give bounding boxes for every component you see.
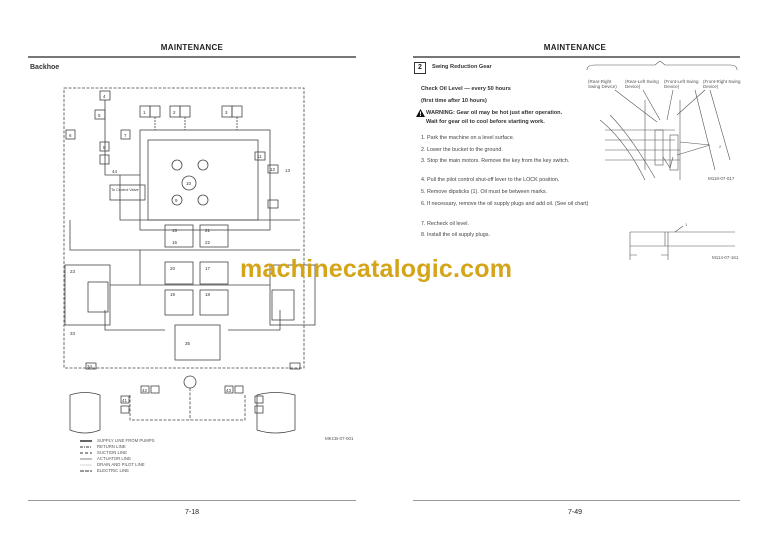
diagram-label: 10 bbox=[186, 181, 192, 186]
callout: 2 bbox=[719, 144, 722, 149]
diagram-label: 41 bbox=[122, 398, 128, 403]
to-control-valve-label: To Control Valve bbox=[111, 188, 139, 192]
legend-item: SUCTION LINE bbox=[97, 450, 128, 455]
diagram-label: 12 bbox=[270, 167, 276, 172]
step: 4. Pull the pilot control shut-off lever… bbox=[421, 177, 560, 183]
warning-line-1: WARNING: Gear oil may be hot just after … bbox=[426, 110, 563, 116]
section-number-box: 2 bbox=[414, 62, 426, 74]
diagram-label: 6 bbox=[69, 133, 72, 138]
diagram-label: 21 bbox=[205, 228, 211, 233]
label-front-left: (Front-Left Swing Device) bbox=[664, 79, 699, 89]
legend-item: ACTUATOR LINE bbox=[97, 456, 131, 461]
figure-code: M114-07-161 bbox=[712, 255, 739, 260]
step: 7. Recheck oil level. bbox=[421, 221, 469, 227]
header-rule bbox=[413, 56, 740, 58]
diagram-label: 7 bbox=[124, 133, 127, 138]
diagram-label: 3 bbox=[225, 110, 228, 115]
diagram-label: 5 bbox=[98, 113, 101, 118]
label-rear-right: (Rear-Right Swing Device) bbox=[588, 79, 617, 89]
header-rule bbox=[28, 56, 356, 58]
legend-item: SUPPLY LINE FROM PUMPS bbox=[97, 438, 155, 443]
callout: 1 bbox=[685, 222, 688, 227]
step: 3. Stop the main motors. Remove the key … bbox=[421, 158, 570, 164]
figure-code: M118-07-017 bbox=[708, 176, 735, 181]
warning-icon bbox=[416, 109, 425, 117]
right-page-header: MAINTENANCE bbox=[543, 43, 607, 52]
watermark: machinecatalogic.com bbox=[240, 255, 513, 283]
step: 5. Remove dipsticks (1). Oil must be bet… bbox=[421, 189, 548, 195]
diagram-label: 2 bbox=[173, 110, 176, 115]
diagram-label: 11 bbox=[257, 154, 262, 159]
label-rear-left: (Rear-Left Swing Device) bbox=[625, 79, 659, 89]
diagram-label: 20 bbox=[170, 266, 176, 271]
warning-line-2: Wait for gear oil to cool before startin… bbox=[426, 119, 545, 125]
left-page-header: MAINTENANCE bbox=[160, 43, 224, 52]
diagram-label: 19 bbox=[170, 292, 176, 297]
section-title: Backhoe bbox=[30, 64, 60, 71]
swing-device-illustration: 1 2 1 bbox=[586, 60, 738, 260]
legend: SUPPLY LINE FROM PUMPS RETURN LINE SUCTI… bbox=[97, 438, 155, 474]
diagram-label: 44 bbox=[112, 169, 118, 174]
diagram-label: 17 bbox=[205, 266, 211, 271]
step: 6. If necessary, remove the oil supply p… bbox=[421, 201, 589, 207]
diagram-label: 34 bbox=[87, 364, 93, 369]
diagram-label: 8 bbox=[103, 145, 106, 150]
diagram-label: 13 bbox=[285, 168, 291, 173]
page-number: 7-18 bbox=[184, 509, 199, 516]
legend-item: ELECTRIC LINE bbox=[97, 468, 129, 473]
diagram-label: 43 bbox=[226, 388, 232, 393]
first-time-note: (first time after 10 hours) bbox=[421, 98, 487, 104]
diagram-label: 15 bbox=[172, 228, 178, 233]
footer-rule bbox=[413, 500, 740, 501]
diagram-label: 33 bbox=[70, 331, 76, 336]
step: 8. Install the oil supply plugs. bbox=[421, 232, 490, 238]
label-front-right: (Front-Right Swing Device) bbox=[703, 79, 741, 89]
figure-code: MKCB-07-001 bbox=[325, 436, 354, 441]
diagram-label: 22 bbox=[205, 240, 211, 245]
diagram-label: 35 bbox=[185, 341, 191, 346]
diagram-label: 16 bbox=[172, 240, 178, 245]
diagram-label: 18 bbox=[205, 292, 211, 297]
check-oil-level: Check Oil Level — every 50 hours bbox=[421, 86, 511, 92]
diagram-label: 4 bbox=[103, 94, 106, 99]
page-number: 7-49 bbox=[567, 509, 582, 516]
hydraulic-circuit-diagram: 4 5 6 7 8 1 2 3 9 10 11 12 13 44 15 16 1… bbox=[63, 87, 316, 472]
footer-rule bbox=[28, 500, 356, 501]
step: 2. Lower the bucket to the ground. bbox=[421, 147, 503, 153]
legend-item: RETURN LINE bbox=[97, 444, 126, 449]
section-title: Swing Reduction Gear bbox=[432, 64, 492, 70]
diagram-label: 23 bbox=[70, 269, 76, 274]
step: 1. Park the machine on a level surface. bbox=[421, 135, 515, 141]
diagram-label: 42 bbox=[142, 388, 148, 393]
diagram-label: 9 bbox=[175, 198, 178, 203]
legend-item: DRAIN AND PILOT LINE bbox=[97, 462, 145, 467]
diagram-label: 1 bbox=[143, 110, 146, 115]
